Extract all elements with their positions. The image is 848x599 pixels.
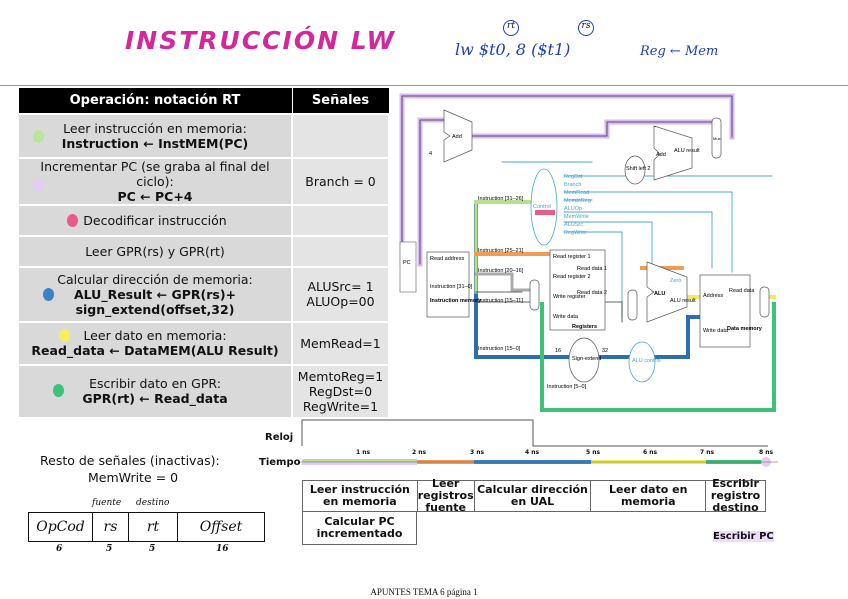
row-read-regs: Leer GPR(rs) y GPR(rt) <box>17 234 293 268</box>
reg-mem-note: Reg ← Mem <box>640 44 719 59</box>
svg-text:Data memory: Data memory <box>727 326 763 332</box>
datapath-diagram: PC Add 4 Read address Instruction [31–0]… <box>399 93 776 412</box>
svg-text:ALU result: ALU result <box>674 148 700 154</box>
color-dot <box>59 328 70 342</box>
svg-text:Write register: Write register <box>553 294 586 300</box>
svg-text:Registers: Registers <box>572 324 597 330</box>
svg-text:Read register 2: Read register 2 <box>553 274 591 280</box>
phase-row: Leer instrucción en memoria Leer registr… <box>302 478 766 514</box>
svg-text:Add: Add <box>656 152 666 158</box>
svg-text:Instruction memory: Instruction memory <box>430 298 482 304</box>
svg-text:ALU result: ALU result <box>670 298 696 304</box>
svg-text:Instruction [15–0]: Instruction [15–0] <box>478 346 521 352</box>
svg-text:Read data 2: Read data 2 <box>577 290 607 296</box>
svg-text:Read address: Read address <box>430 256 464 262</box>
svg-text:Address: Address <box>703 293 723 299</box>
color-dot <box>43 287 54 301</box>
svg-text:ALU: ALU <box>654 291 665 297</box>
svg-text:Instruction [31–0]: Instruction [31–0] <box>430 284 473 290</box>
svg-text:RegWrite: RegWrite <box>564 230 587 236</box>
svg-text:Instruction [5–0]: Instruction [5–0] <box>547 384 587 390</box>
rest-signals-title: Resto de señales (inactivas): <box>40 453 220 468</box>
rt-mark: rt <box>503 20 519 36</box>
header-operation: Operación: notación RT <box>17 87 293 114</box>
row-decode: Decodificar instrucción <box>17 203 293 237</box>
svg-text:MemWrite: MemWrite <box>564 214 589 220</box>
svg-text:Shift left 2: Shift left 2 <box>626 166 650 172</box>
svg-text:Instruction [25–21]: Instruction [25–21] <box>478 248 524 254</box>
rs-mark: rs <box>578 20 594 36</box>
svg-text:ALUSrc: ALUSrc <box>564 222 583 228</box>
svg-text:MemtoReg: MemtoReg <box>564 198 591 204</box>
svg-text:32: 32 <box>602 348 608 354</box>
color-dot <box>53 383 64 397</box>
svg-text:Zero: Zero <box>670 278 681 284</box>
svg-text:Read register 1: Read register 1 <box>553 254 591 260</box>
svg-text:Branch: Branch <box>564 182 581 188</box>
svg-text:Read data: Read data <box>729 288 755 294</box>
svg-text:Add: Add <box>452 134 462 140</box>
footer: APUNTES TEMA 6 página 1 <box>370 587 478 597</box>
svg-text:MemRead: MemRead <box>564 190 589 196</box>
svg-text:Instruction [31–26]: Instruction [31–26] <box>478 196 524 202</box>
row-read-mem: Leer dato en memoria:Read_data ← DataMEM… <box>17 320 293 366</box>
svg-text:16: 16 <box>555 348 561 354</box>
svg-text:Write data: Write data <box>703 328 729 334</box>
page-title: INSTRUCCIÓN LW <box>125 26 397 55</box>
svg-text:4: 4 <box>429 151 432 157</box>
svg-text:Instruction [20–16]: Instruction [20–16] <box>478 268 524 274</box>
svg-text:ALU control: ALU control <box>632 358 661 364</box>
time-label: Tiempo <box>259 457 301 468</box>
row-pc: Incrementar PC (se graba al final del ci… <box>17 156 293 206</box>
svg-text:Control: Control <box>533 204 551 210</box>
clock-label: Reloj <box>265 432 294 443</box>
color-dot <box>33 129 44 143</box>
row-fetch: Leer instrucción en memoria:Instruction … <box>17 112 293 159</box>
svg-text:RegDst: RegDst <box>564 174 583 180</box>
phase-pc: Calcular PC incrementado <box>302 512 417 545</box>
svg-text:Instruction [15–11]: Instruction [15–11] <box>478 298 523 304</box>
write-pc-label: Escribir PC <box>713 531 774 542</box>
row-address: Calcular dirección de memoria:ALU_Result… <box>17 265 293 323</box>
header-signals: Señales <box>291 87 390 114</box>
divider <box>0 85 848 86</box>
svg-text:ALUOp: ALUOp <box>564 206 582 212</box>
color-dot <box>67 213 78 227</box>
color-dot <box>33 178 44 192</box>
svg-text:PC: PC <box>403 260 411 266</box>
timing-axis <box>300 419 778 467</box>
example-instruction: lw $t0, 8 ($t1) <box>455 40 571 59</box>
svg-text:Write data: Write data <box>553 314 579 320</box>
clock-signal <box>301 419 768 447</box>
rest-signals-value: MemWrite = 0 <box>88 470 179 485</box>
svg-text:Mux: Mux <box>713 136 721 141</box>
instruction-format: OpCod rs rt Offset <box>28 512 265 542</box>
row-write-reg: Escribir dato en GPR:GPR(rt) ← Read_data <box>17 363 293 419</box>
svg-text:Read data 1: Read data 1 <box>577 266 607 272</box>
svg-text:Sign-extend: Sign-extend <box>572 356 601 362</box>
